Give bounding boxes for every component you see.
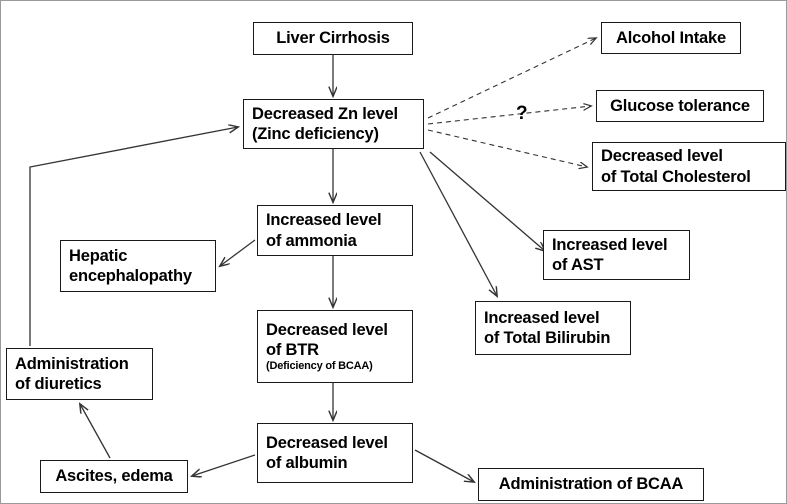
- node-sublabel: (Deficiency of BCAA): [266, 359, 373, 372]
- edge-zn-to-alcohol: [427, 38, 596, 119]
- node-label-line: encephalopathy: [69, 267, 192, 285]
- node-alcohol_intake: Alcohol Intake: [601, 22, 741, 54]
- edge-zn-to-ast: [429, 151, 545, 251]
- edge-ammonia-to-hepatic: [220, 239, 256, 266]
- node-increased_tbil: Increased level of Total Bilirubin: [475, 301, 631, 355]
- edge-ascites-to-diuretics: [80, 404, 111, 459]
- node-label-line: of ammonia: [266, 231, 357, 250]
- edge-albumin-to-bcaa: [414, 449, 474, 482]
- node-label-line: Decreased level: [266, 320, 388, 339]
- uncertainty-annotation: ?: [516, 103, 528, 124]
- node-glucose_tolerance: Glucose tolerance: [596, 90, 764, 122]
- node-label-line: Decreased Zn level: [252, 104, 398, 123]
- node-label-line: Liver Cirrhosis: [276, 29, 390, 48]
- edge-albumin-to-ascites: [192, 454, 256, 476]
- node-label-line: Administration of BCAA: [498, 475, 684, 494]
- node-label-line: of BTR: [266, 340, 319, 359]
- node-label-line: of Total Bilirubin: [484, 329, 611, 347]
- node-label-line: of diuretics: [15, 375, 102, 393]
- node-hepatic_enceph: Hepatic encephalopathy: [60, 240, 216, 292]
- node-label-line: Increased level: [266, 211, 382, 230]
- node-label-line: Decreased level: [266, 433, 388, 452]
- node-label-line: of albumin: [266, 454, 348, 472]
- edge-zn-to-glucose: [427, 106, 591, 125]
- node-increased_ast: Increased level of AST: [543, 230, 690, 280]
- node-label-line: of Total Cholesterol: [601, 167, 751, 186]
- node-decreased_albumin: Decreased level of albumin: [257, 423, 413, 483]
- node-label-line: Decreased level: [601, 147, 723, 166]
- node-admin_bcaa: Administration of BCAA: [478, 468, 704, 501]
- edge-zn-to-cholesterol: [427, 129, 587, 167]
- node-label-line: Hepatic: [69, 246, 128, 265]
- node-label-line: Administration: [15, 354, 129, 373]
- node-label-line: Ascites, edema: [55, 467, 173, 486]
- edge-zn-to-bilirubin: [419, 151, 497, 296]
- node-label-line: (Zinc deficiency): [252, 125, 379, 143]
- node-admin_diuretics: Administration of diuretics: [6, 348, 153, 400]
- node-ascites_edema: Ascites, edema: [40, 460, 188, 493]
- node-liver_cirrhosis: Liver Cirrhosis: [253, 22, 413, 55]
- edge-diuretics-to-zn: [29, 127, 238, 346]
- node-label-line: Increased level: [552, 235, 668, 254]
- node-label-line: Alcohol Intake: [616, 28, 726, 47]
- node-label-line: Glucose tolerance: [610, 96, 750, 115]
- node-decreased_zn: Decreased Zn level (Zinc deficiency): [243, 99, 424, 149]
- node-label-line: Increased level: [484, 308, 600, 327]
- node-label-line: of AST: [552, 256, 604, 274]
